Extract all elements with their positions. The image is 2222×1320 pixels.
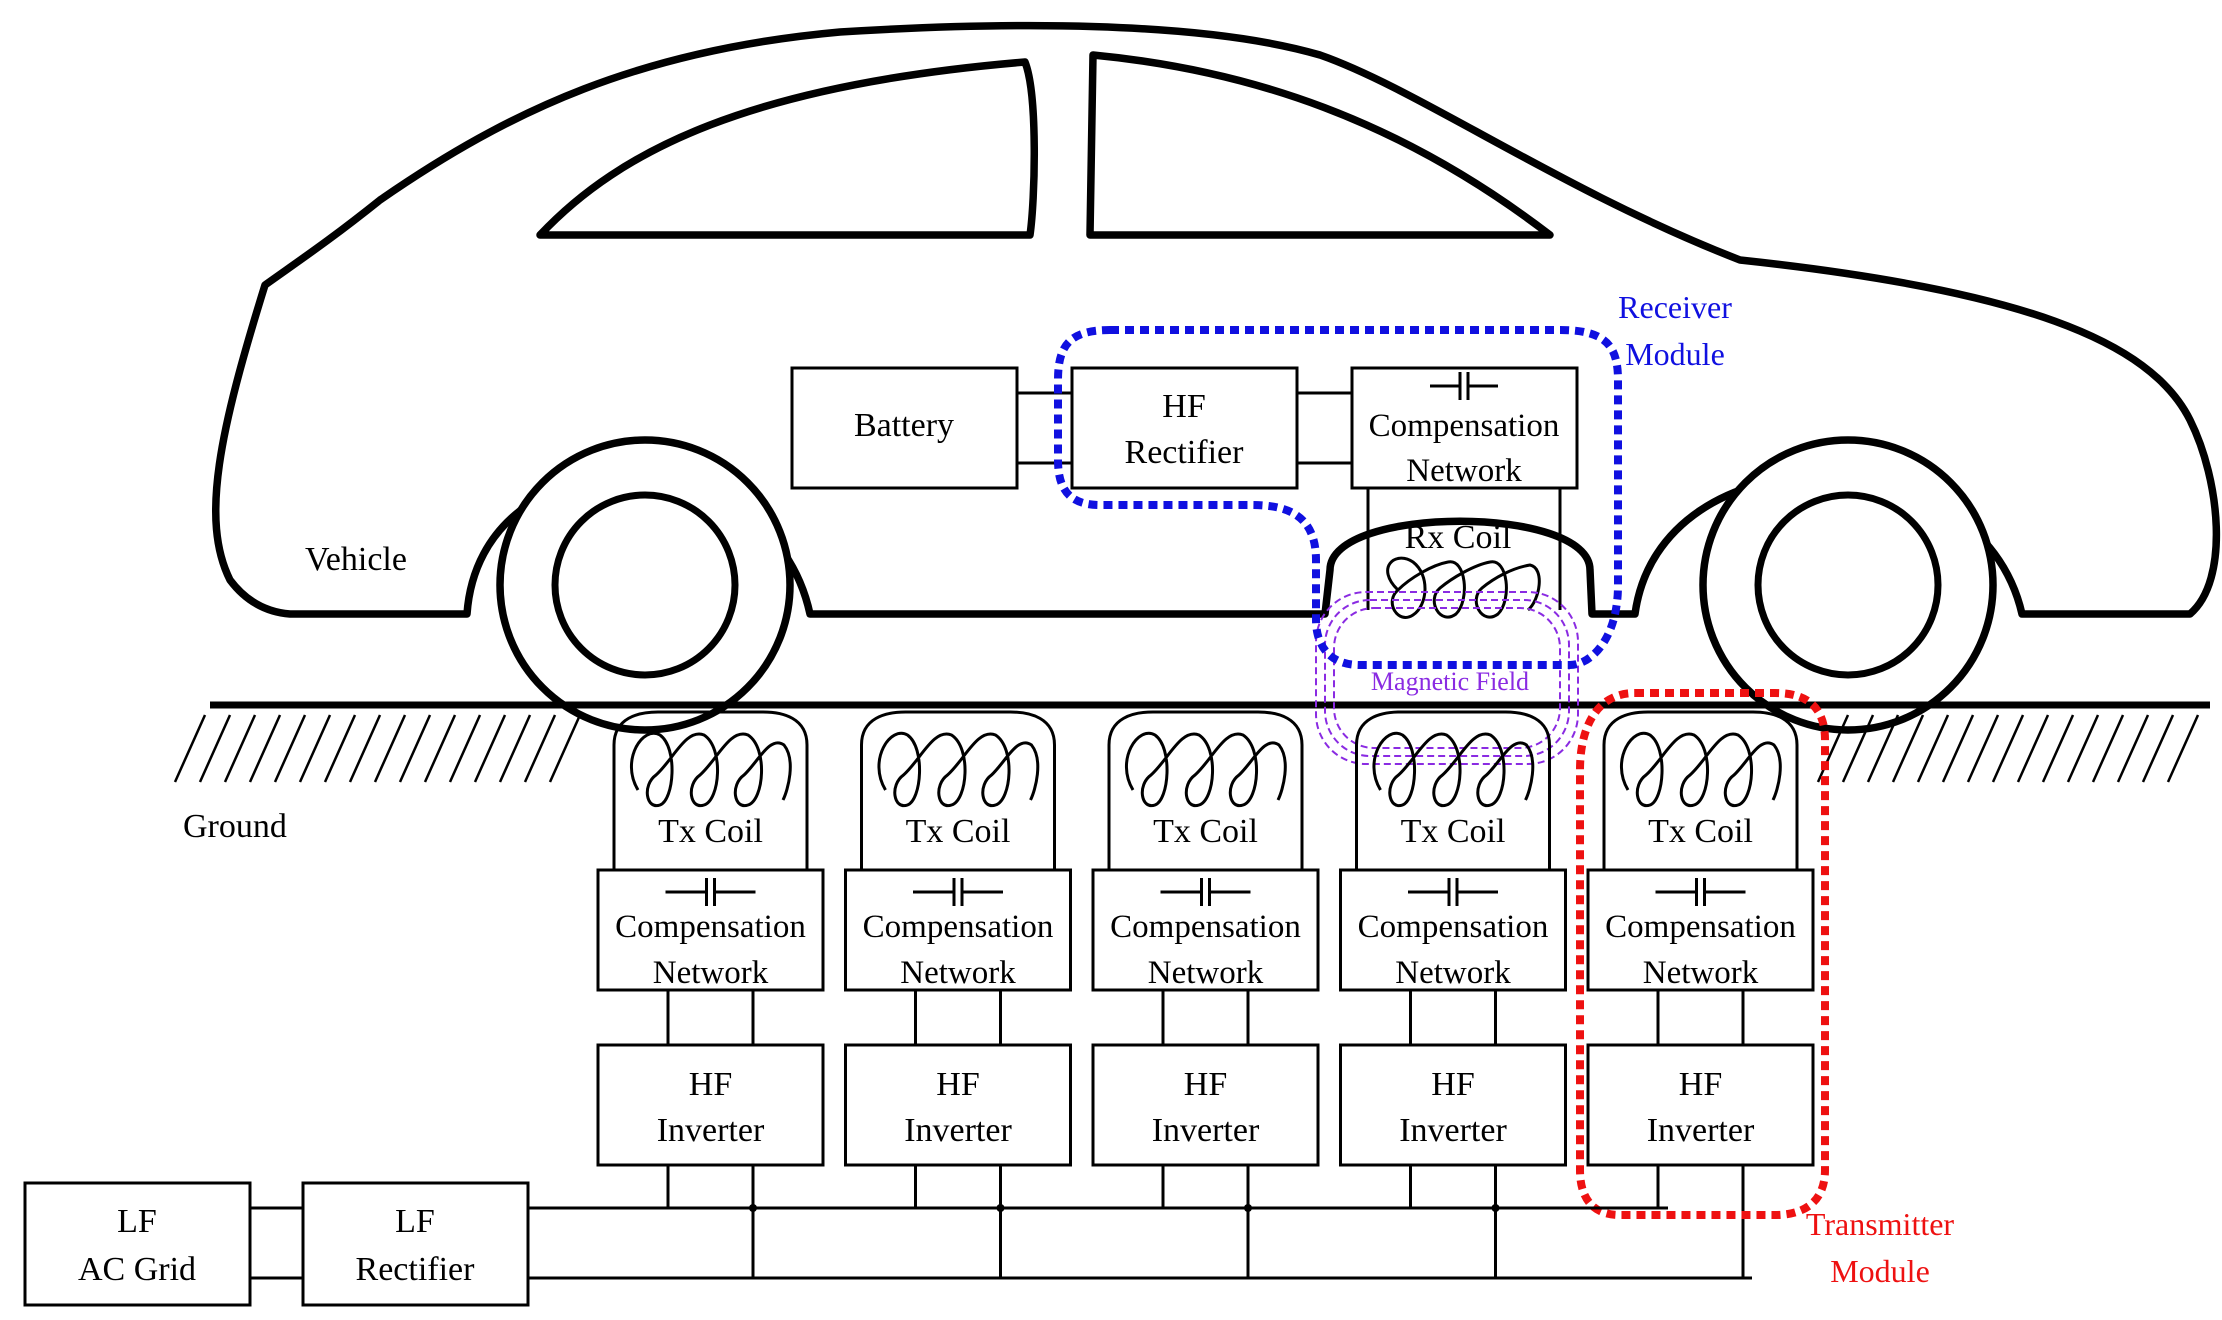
tx-capacitor-icon — [1408, 878, 1498, 906]
tx-capacitor-icon — [913, 878, 1003, 906]
transmitter-module-label-2: Module — [1830, 1253, 1930, 1289]
tx-comp-label-1: Compensation — [615, 909, 806, 945]
tx-inv-label-1: HF — [1431, 1066, 1474, 1103]
tx-inv-label-1: HF — [936, 1066, 979, 1103]
tx-inv-label-2: Inverter — [1399, 1112, 1507, 1149]
tx-comp-label-1: Compensation — [1110, 909, 1301, 945]
ground-hatch-left — [173, 714, 582, 783]
tx-coil-label: Tx Coil — [906, 813, 1011, 850]
battery-label: Battery — [854, 407, 954, 444]
tx-coil-housing — [1602, 710, 1799, 870]
tx-compensation-box — [844, 868, 1072, 992]
transmitter-module-label-1: Transmitter — [1806, 1206, 1955, 1242]
lf-rectifier-label-2: Rectifier — [356, 1251, 476, 1288]
tx-comp-label-2: Network — [1643, 955, 1759, 991]
tx-coil-housing — [1107, 710, 1304, 870]
magnetic-field-label: Magnetic Field — [1371, 667, 1529, 696]
tx-comp-label-1: Compensation — [1358, 909, 1549, 945]
tx-coil-icon — [877, 731, 1040, 808]
rx-coil-label: Rx Coil — [1405, 519, 1512, 556]
tx-comp-label-2: Network — [1395, 955, 1511, 991]
tx-inverter-box — [1339, 1043, 1567, 1167]
tx-comp-label-2: Network — [653, 955, 769, 991]
tx-coil-label: Tx Coil — [658, 813, 763, 850]
tx-inv-label-2: Inverter — [1152, 1112, 1260, 1149]
tx-compensation-box — [1586, 868, 1815, 992]
lf-rectifier-box — [301, 1181, 530, 1307]
lf-ac-grid-label-2: AC Grid — [78, 1251, 196, 1288]
tx-coil-housing — [612, 710, 809, 870]
hf-rectifier-label-2: Rectifier — [1125, 434, 1245, 471]
tx-capacitor-icon — [665, 878, 756, 906]
tx-coil-icon — [1620, 731, 1782, 808]
tx-capacitor-icon — [1160, 878, 1251, 906]
rear-wheel — [496, 436, 794, 734]
hf-rectifier-box — [1070, 366, 1299, 490]
hf-rectifier-label-1: HF — [1162, 388, 1205, 425]
rx-comp-label-1: Compensation — [1369, 408, 1560, 444]
vehicle-label: Vehicle — [305, 541, 407, 578]
tx-coil-label: Tx Coil — [1401, 813, 1506, 850]
receiver-module-boundary — [1054, 326, 1622, 669]
lf-rectifier-label-1: LF — [395, 1203, 435, 1240]
front-wheel — [1699, 436, 1997, 734]
tx-compensation-box — [1339, 868, 1567, 992]
lf-ac-grid-label-1: LF — [117, 1203, 157, 1240]
tx-inv-label-2: Inverter — [904, 1112, 1012, 1149]
transmitter-module-boundary — [1576, 689, 1829, 1219]
rx-compensation-box — [1350, 366, 1579, 490]
tx-comp-label-2: Network — [1148, 955, 1264, 991]
rear-window — [536, 58, 1038, 239]
tx-comp-label-1: Compensation — [1605, 909, 1796, 945]
magnetic-field — [1315, 591, 1579, 765]
tx-inv-label-1: HF — [1679, 1066, 1722, 1103]
front-window — [1086, 51, 1554, 239]
lf-ac-grid-box — [23, 1181, 252, 1307]
tx-compensation-box — [1091, 868, 1320, 992]
tx-comp-label-1: Compensation — [863, 909, 1054, 945]
receiver-module-label-2: Module — [1625, 336, 1725, 372]
tx-inverter-box — [1586, 1043, 1815, 1167]
tx-coil-label: Tx Coil — [1153, 813, 1258, 850]
tx-inverter-box — [844, 1043, 1072, 1167]
tx-coil-icon — [1372, 731, 1535, 808]
receiver-module-label-1: Receiver — [1618, 289, 1732, 325]
tx-inv-label-1: HF — [1184, 1066, 1227, 1103]
ground-label: Ground — [183, 808, 287, 845]
tx-inv-label-2: Inverter — [1647, 1112, 1755, 1149]
tx-capacitor-icon — [1655, 878, 1746, 906]
tx-inverter-box — [1091, 1043, 1320, 1167]
tx-coil-housing — [860, 710, 1056, 870]
tx-comp-label-2: Network — [900, 955, 1016, 991]
rx-comp-label-2: Network — [1406, 453, 1522, 489]
tx-compensation-box — [596, 868, 825, 992]
tx-coil-housing — [1355, 710, 1551, 870]
vehicle-body — [211, 21, 2221, 618]
rx-capacitor-icon — [1430, 372, 1498, 400]
tx-inv-label-1: HF — [689, 1066, 732, 1103]
battery-box — [790, 366, 1019, 490]
tx-inverter-box — [596, 1043, 825, 1167]
ground-hatch-right — [1816, 714, 2200, 783]
tx-coil-label: Tx Coil — [1648, 813, 1753, 850]
tx-coil-icon — [630, 731, 792, 808]
tx-inv-label-2: Inverter — [657, 1112, 765, 1149]
tx-coil-icon — [1125, 731, 1287, 808]
